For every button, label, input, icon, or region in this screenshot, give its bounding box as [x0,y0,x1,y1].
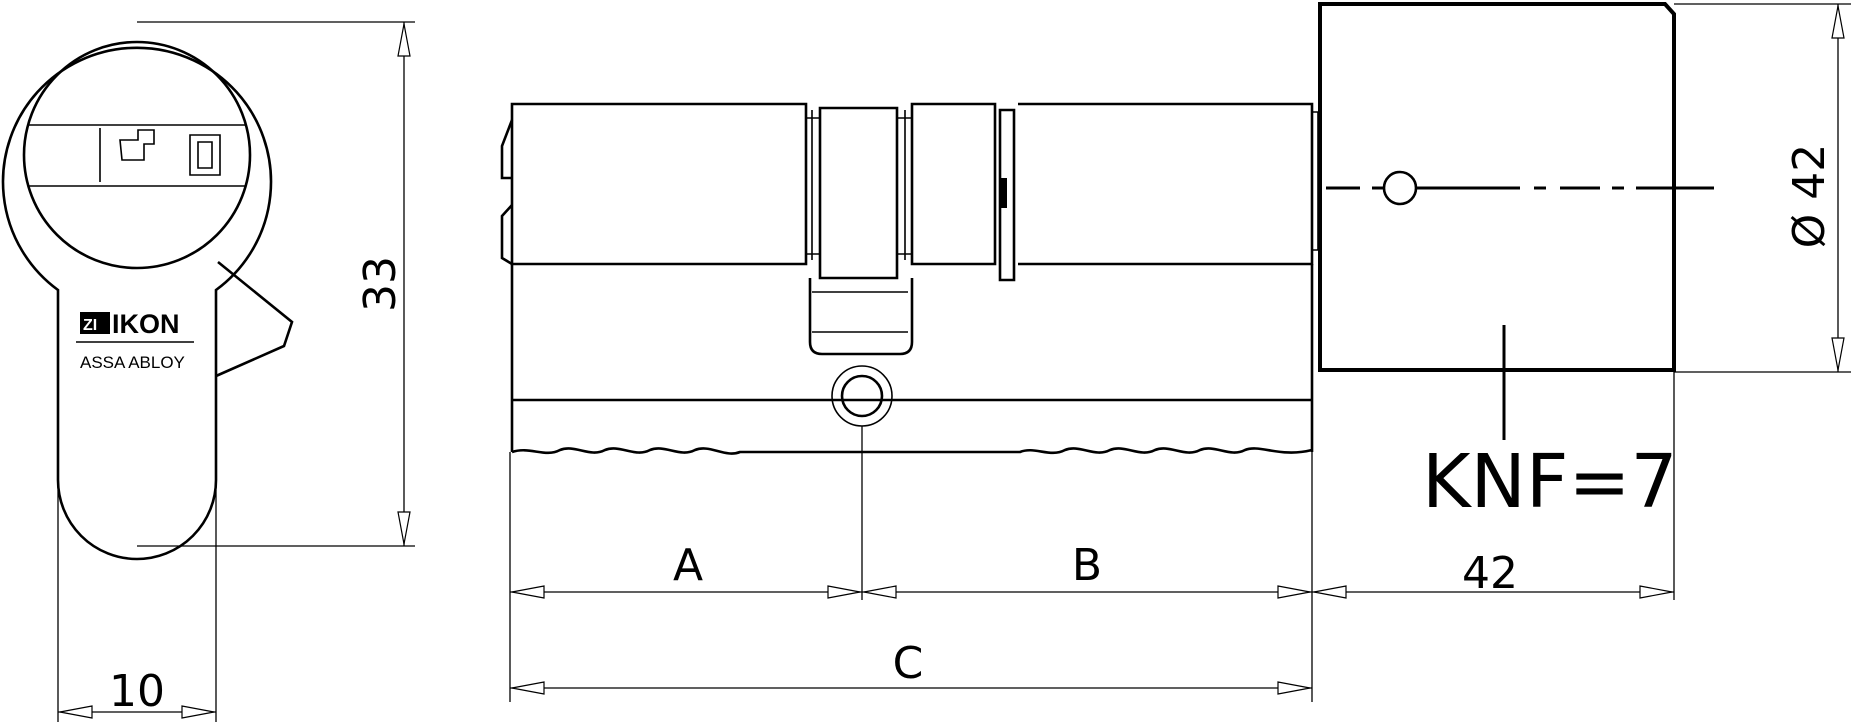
brand-subtitle: ASSA ABLOY [80,353,185,372]
front-view-profile: ZI IKON ASSA ABLOY [1,40,294,561]
dimension-height: 33 [137,21,415,547]
dimension-c-label: C [893,638,924,689]
dimension-width: 10 [57,490,217,722]
dimension-height-label: 33 [355,256,406,312]
cylinder-body [500,102,1319,455]
dimension-width-label: 10 [109,666,165,717]
knob-label: KNF=7 [1422,439,1678,525]
brand-mark: ZI [83,317,97,334]
dimension-diameter: Ø 42 [1784,4,1845,372]
dimension-b-label: B [1072,540,1102,591]
brand-name: IKON [112,309,180,339]
dimension-a-label: A [673,540,703,591]
dimension-diameter-label: Ø 42 [1784,144,1835,249]
brand-mark-icon [80,312,110,334]
dimensions-length: A B 42 C [509,372,1675,702]
dimension-knob-length-label: 42 [1462,548,1518,599]
thumb-turn-knob: KNF=7 [1318,2,1851,525]
